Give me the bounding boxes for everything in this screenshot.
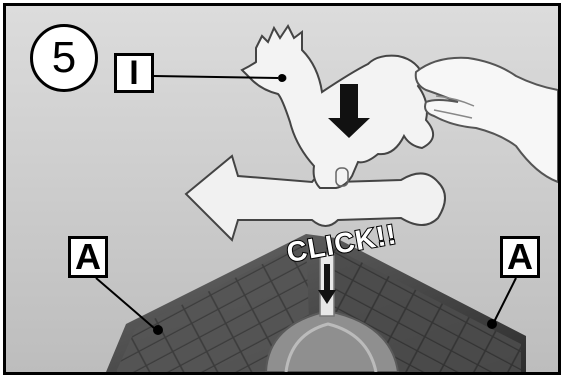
part-label-a-right: A — [500, 236, 540, 278]
leader-line-i — [153, 75, 279, 79]
insert-arrow — [318, 264, 336, 304]
leader-line-a-left — [95, 277, 155, 329]
illustration-frame: CLICK!! 5 I A A — [3, 3, 561, 375]
assembly-scene: CLICK!! — [6, 6, 558, 372]
push-down-arrow — [328, 84, 370, 138]
rooster-slot — [335, 167, 349, 187]
leader-line-a-right — [493, 277, 517, 323]
part-label-i: I — [114, 53, 154, 93]
rooster-part — [240, 24, 434, 189]
roof — [106, 234, 526, 372]
part-label-a-left: A — [68, 236, 108, 278]
step-number-badge: 5 — [30, 24, 98, 92]
step-number: 5 — [51, 33, 77, 82]
